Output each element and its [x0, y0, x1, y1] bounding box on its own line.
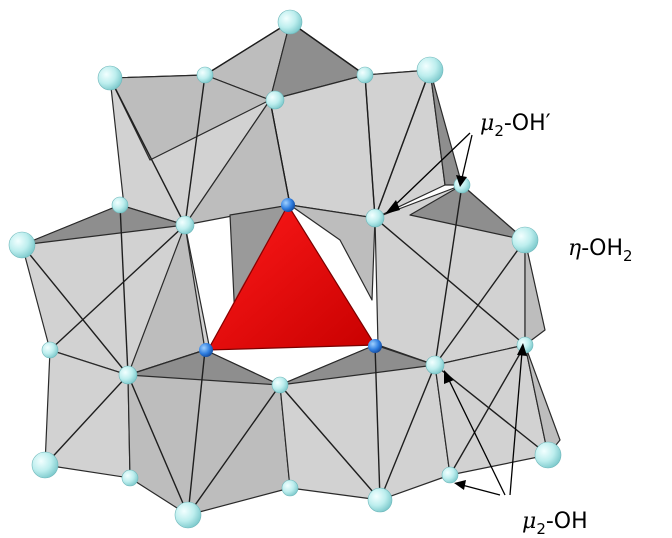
octahedron-face — [279, 344, 436, 386]
oxygen-atom — [271, 376, 289, 394]
oxygen-atom — [534, 441, 562, 469]
oxygen-atom — [365, 208, 385, 228]
oxygen-atoms — [8, 9, 562, 529]
octahedron-face — [524, 239, 546, 346]
oxygen-atom — [265, 90, 285, 110]
octahedra-top-row — [109, 21, 463, 226]
oxygen-atom — [196, 66, 214, 84]
oxygen-atom — [416, 56, 444, 84]
arrow-mu2-oh-3 — [461, 484, 501, 496]
polyhedra-edges — [21, 21, 549, 516]
oxygen-atom — [97, 65, 123, 91]
octahedra-bottom-row — [44, 344, 561, 516]
tetrahedral-oxygen-atom — [368, 339, 382, 353]
label-eta-oh2: η-OH2 — [568, 236, 633, 265]
arrowhead — [517, 343, 527, 356]
oxygen-atom — [118, 365, 138, 385]
arrowhead — [444, 370, 454, 384]
oxygen-atom — [174, 501, 202, 529]
arrowhead — [456, 175, 467, 187]
octahedron-face — [127, 349, 281, 386]
arrowhead — [385, 200, 400, 214]
oxygen-atom — [8, 231, 36, 259]
oxygen-atom — [511, 226, 539, 254]
oxygen-atom — [277, 9, 303, 35]
oxygen-atom — [111, 196, 129, 214]
oxygen-atom — [175, 215, 195, 235]
tetrahedron-shade — [208, 205, 288, 350]
oxygen-atom — [281, 479, 299, 497]
oxygen-atom — [31, 451, 59, 479]
oxygen-atom — [441, 466, 459, 484]
oxygen-atom — [356, 66, 374, 84]
tetrahedral-oxygen-atom — [199, 343, 213, 357]
oxygen-atom — [41, 341, 59, 359]
oxygen-atom — [367, 487, 393, 513]
arrow-mu2-oh-2 — [509, 351, 523, 496]
arrowhead — [454, 480, 466, 490]
octahedron-face — [429, 69, 463, 186]
arrow-mu2-oh-prime-2 — [461, 134, 473, 179]
tetrahedral-oxygen-atom — [281, 198, 295, 212]
label-mu2-oh-prime: μ2-OH′ — [480, 111, 551, 140]
annotation-arrows — [385, 132, 527, 496]
label-mu2-oh: μ2-OH — [522, 509, 588, 538]
octahedron-face — [409, 184, 526, 241]
arrow-mu2-oh-1 — [447, 377, 506, 496]
oxygen-atom — [425, 355, 445, 375]
octahedron-face — [289, 204, 376, 301]
octahedron-face — [21, 204, 186, 246]
central-tetrahedron — [206, 203, 377, 351]
oxygen-atom — [121, 469, 139, 487]
arrow-mu2-oh-prime-1 — [391, 132, 471, 209]
tetrahedral-oxygens — [199, 198, 382, 357]
octahedra-middle-row — [21, 184, 546, 376]
